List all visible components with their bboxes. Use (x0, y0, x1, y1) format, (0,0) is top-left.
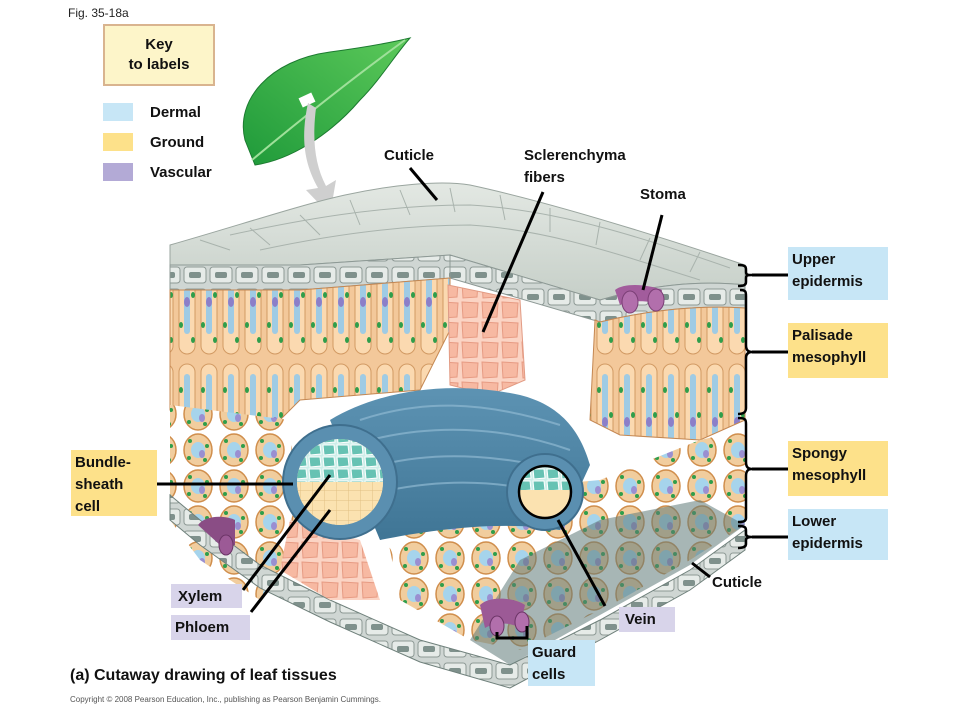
legend-swatch-ground (103, 133, 133, 151)
label-sclerenchyma-line2: fibers (524, 169, 565, 186)
legend-swatch-vascular (103, 163, 133, 181)
legend-label-ground: Ground (150, 133, 205, 151)
label-phloem: Phloem (171, 615, 250, 640)
label-stoma: Stoma (640, 186, 686, 203)
label-palisade-line2: mesophyll (792, 349, 867, 366)
leader-guard-cells (495, 626, 529, 640)
label-xylem: Xylem (171, 584, 242, 608)
leader-lines (157, 167, 790, 640)
label-lower-epidermis: Lower epidermis (788, 509, 888, 560)
leader-cuticle-top (408, 167, 439, 201)
sclerenchyma-fibers (447, 284, 526, 396)
label-upper-epidermis-line2: epidermis (792, 273, 863, 290)
copyright-notice: Copyright © 2008 Pearson Education, Inc.… (70, 695, 381, 704)
label-cuticle-bottom: Cuticle (712, 574, 763, 591)
label-sclerenchyma-line1: Sclerenchyma (524, 147, 626, 164)
xylem-large (297, 439, 383, 482)
label-lower-epidermis-line1: Lower (792, 513, 837, 530)
label-bundle-sheath-cell: Bundle- sheath cell (71, 450, 157, 516)
label-spongy-mesophyll: Spongy mesophyll (788, 441, 888, 496)
label-guard-cells: Guard cells (528, 640, 595, 686)
label-upper-epidermis-line1: Upper (792, 251, 836, 268)
figure-number: Fig. 35-18a (68, 6, 129, 20)
leader-stoma (641, 214, 664, 291)
figure-caption: (a) Cutaway drawing of leaf tissues (70, 667, 337, 684)
phloem-large (297, 482, 383, 525)
legend-item-vascular: Vascular (103, 161, 212, 183)
leader-phloem (249, 509, 332, 613)
leaf-icon (242, 37, 412, 166)
leader-cuticle-bottom (691, 561, 711, 579)
zoom-arrow (304, 103, 336, 215)
label-spongy-line2: mesophyll (792, 467, 867, 484)
leader-xylem (241, 474, 332, 591)
legend-item-dermal: Dermal (103, 101, 201, 123)
legend-item-ground: Ground (103, 131, 204, 153)
legend-label-dermal: Dermal (150, 103, 201, 121)
stoma-top (615, 285, 665, 314)
legend-swatch-dermal (103, 103, 133, 121)
label-sclerenchyma-fibers: Sclerenchyma fibers (524, 145, 626, 189)
legend-label-vascular: Vascular (150, 163, 212, 181)
label-bundle-sheath-line3: cell (75, 498, 101, 515)
key-title-line2: to labels (128, 56, 190, 73)
palisade-mesophyll-right (589, 306, 746, 441)
leader-vein (556, 519, 607, 607)
key-title-line1: Key (145, 36, 173, 53)
label-bundle-sheath-line1: Bundle- (75, 454, 131, 471)
vein-highlight-circle (517, 464, 573, 520)
key-title-box: Key to labels (103, 24, 215, 86)
label-palisade-line1: Palisade (792, 327, 853, 344)
lower-epidermis-inner (470, 500, 745, 665)
label-upper-epidermis: Upper epidermis (788, 247, 888, 300)
label-vein: Vein (619, 607, 675, 632)
label-guard-cells-line1: Guard (532, 644, 577, 661)
label-cuticle-top: Cuticle (384, 147, 435, 164)
label-guard-cells-line2: cells (532, 666, 566, 683)
label-bundle-sheath-line2: sheath (75, 476, 124, 493)
leader-sclerenchyma (481, 191, 545, 333)
label-spongy-line1: Spongy (792, 445, 847, 462)
spongy-mesophyll-left (170, 405, 300, 600)
brace-spongy (737, 416, 753, 524)
label-lower-epidermis-line2: epidermis (792, 535, 863, 552)
stoma-left (198, 516, 235, 556)
brace-lower-epidermis (737, 524, 753, 550)
brace-palisade (737, 288, 753, 416)
brackets (737, 263, 753, 550)
label-palisade-mesophyll: Palisade mesophyll (788, 323, 888, 378)
xylem-small (519, 466, 571, 490)
brace-upper-epidermis (737, 263, 753, 288)
